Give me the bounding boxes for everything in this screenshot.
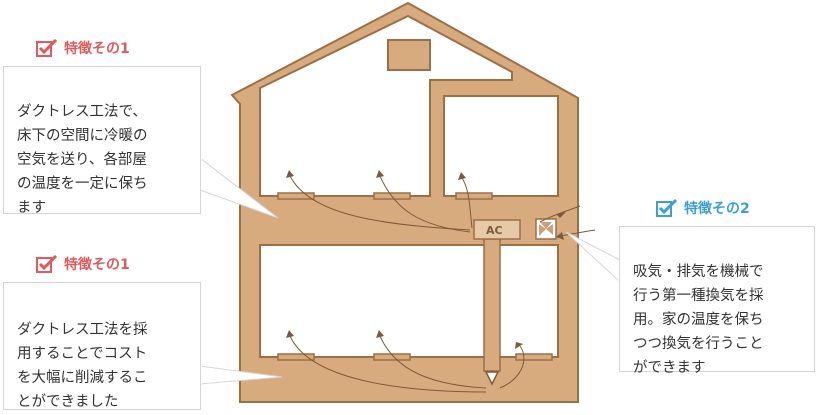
checkbox-check-icon (36, 255, 58, 273)
feature-b-heading: 特徴その1 (36, 254, 130, 274)
attic-window (387, 39, 431, 71)
ac-unit (473, 219, 521, 240)
feature-c-text: 吸気・排気を機械で 行う第一種換気を採 用。家の温度を保ち つつ換気を行うこと … (633, 264, 764, 376)
checkbox-check-icon (656, 199, 678, 217)
airflow-arrows-upper (289, 175, 596, 237)
airflow-arrowheads-lower (286, 330, 523, 349)
floor-vent-icon (455, 192, 493, 200)
duct-arrow-icon (484, 371, 500, 386)
feature-a-label: 特徴その1 (64, 41, 130, 57)
ac-label: AC (486, 224, 503, 237)
airflow-arrowheads-upper (286, 170, 566, 240)
feature-a-heading: 特徴その1 (36, 38, 130, 58)
floor-vent-icon (277, 353, 315, 361)
feature-b-callout: ダクトレス工法を採 用することでコスト を大幅に削減するこ とができました (3, 282, 201, 410)
feature-c-callout: 吸気・排気を機械で 行う第一種換気を採 用。家の温度を保ち つつ換気を行うこと … (619, 226, 815, 376)
floor-vent-icon (515, 353, 553, 361)
checkbox-check-icon (36, 39, 58, 57)
feature-c-heading: 特徴その2 (656, 198, 750, 218)
feature-a-text: ダクトレス工法で、 床下の空間に冷暖の 空気を送り、各部屋 の温度を一定に保ち … (17, 104, 148, 216)
pointer-feature-a (199, 156, 279, 219)
pointer-feature-b (199, 365, 283, 385)
feature-c-label: 特徴その2 (684, 201, 750, 217)
floor-vent-icon (277, 192, 315, 200)
airflow-arrows-lower (289, 335, 525, 393)
feature-b-label: 特徴その1 (64, 257, 130, 273)
pointer-feature-c (565, 231, 621, 284)
feature-b-text: ダクトレス工法を採 用することでコスト を大幅に削減するこ とができました (17, 322, 148, 410)
floor-vent-icon (373, 353, 411, 361)
feature-a-callout: ダクトレス工法で、 床下の空間に冷暖の 空気を送り、各部屋 の温度を一定に保ち … (3, 66, 201, 216)
